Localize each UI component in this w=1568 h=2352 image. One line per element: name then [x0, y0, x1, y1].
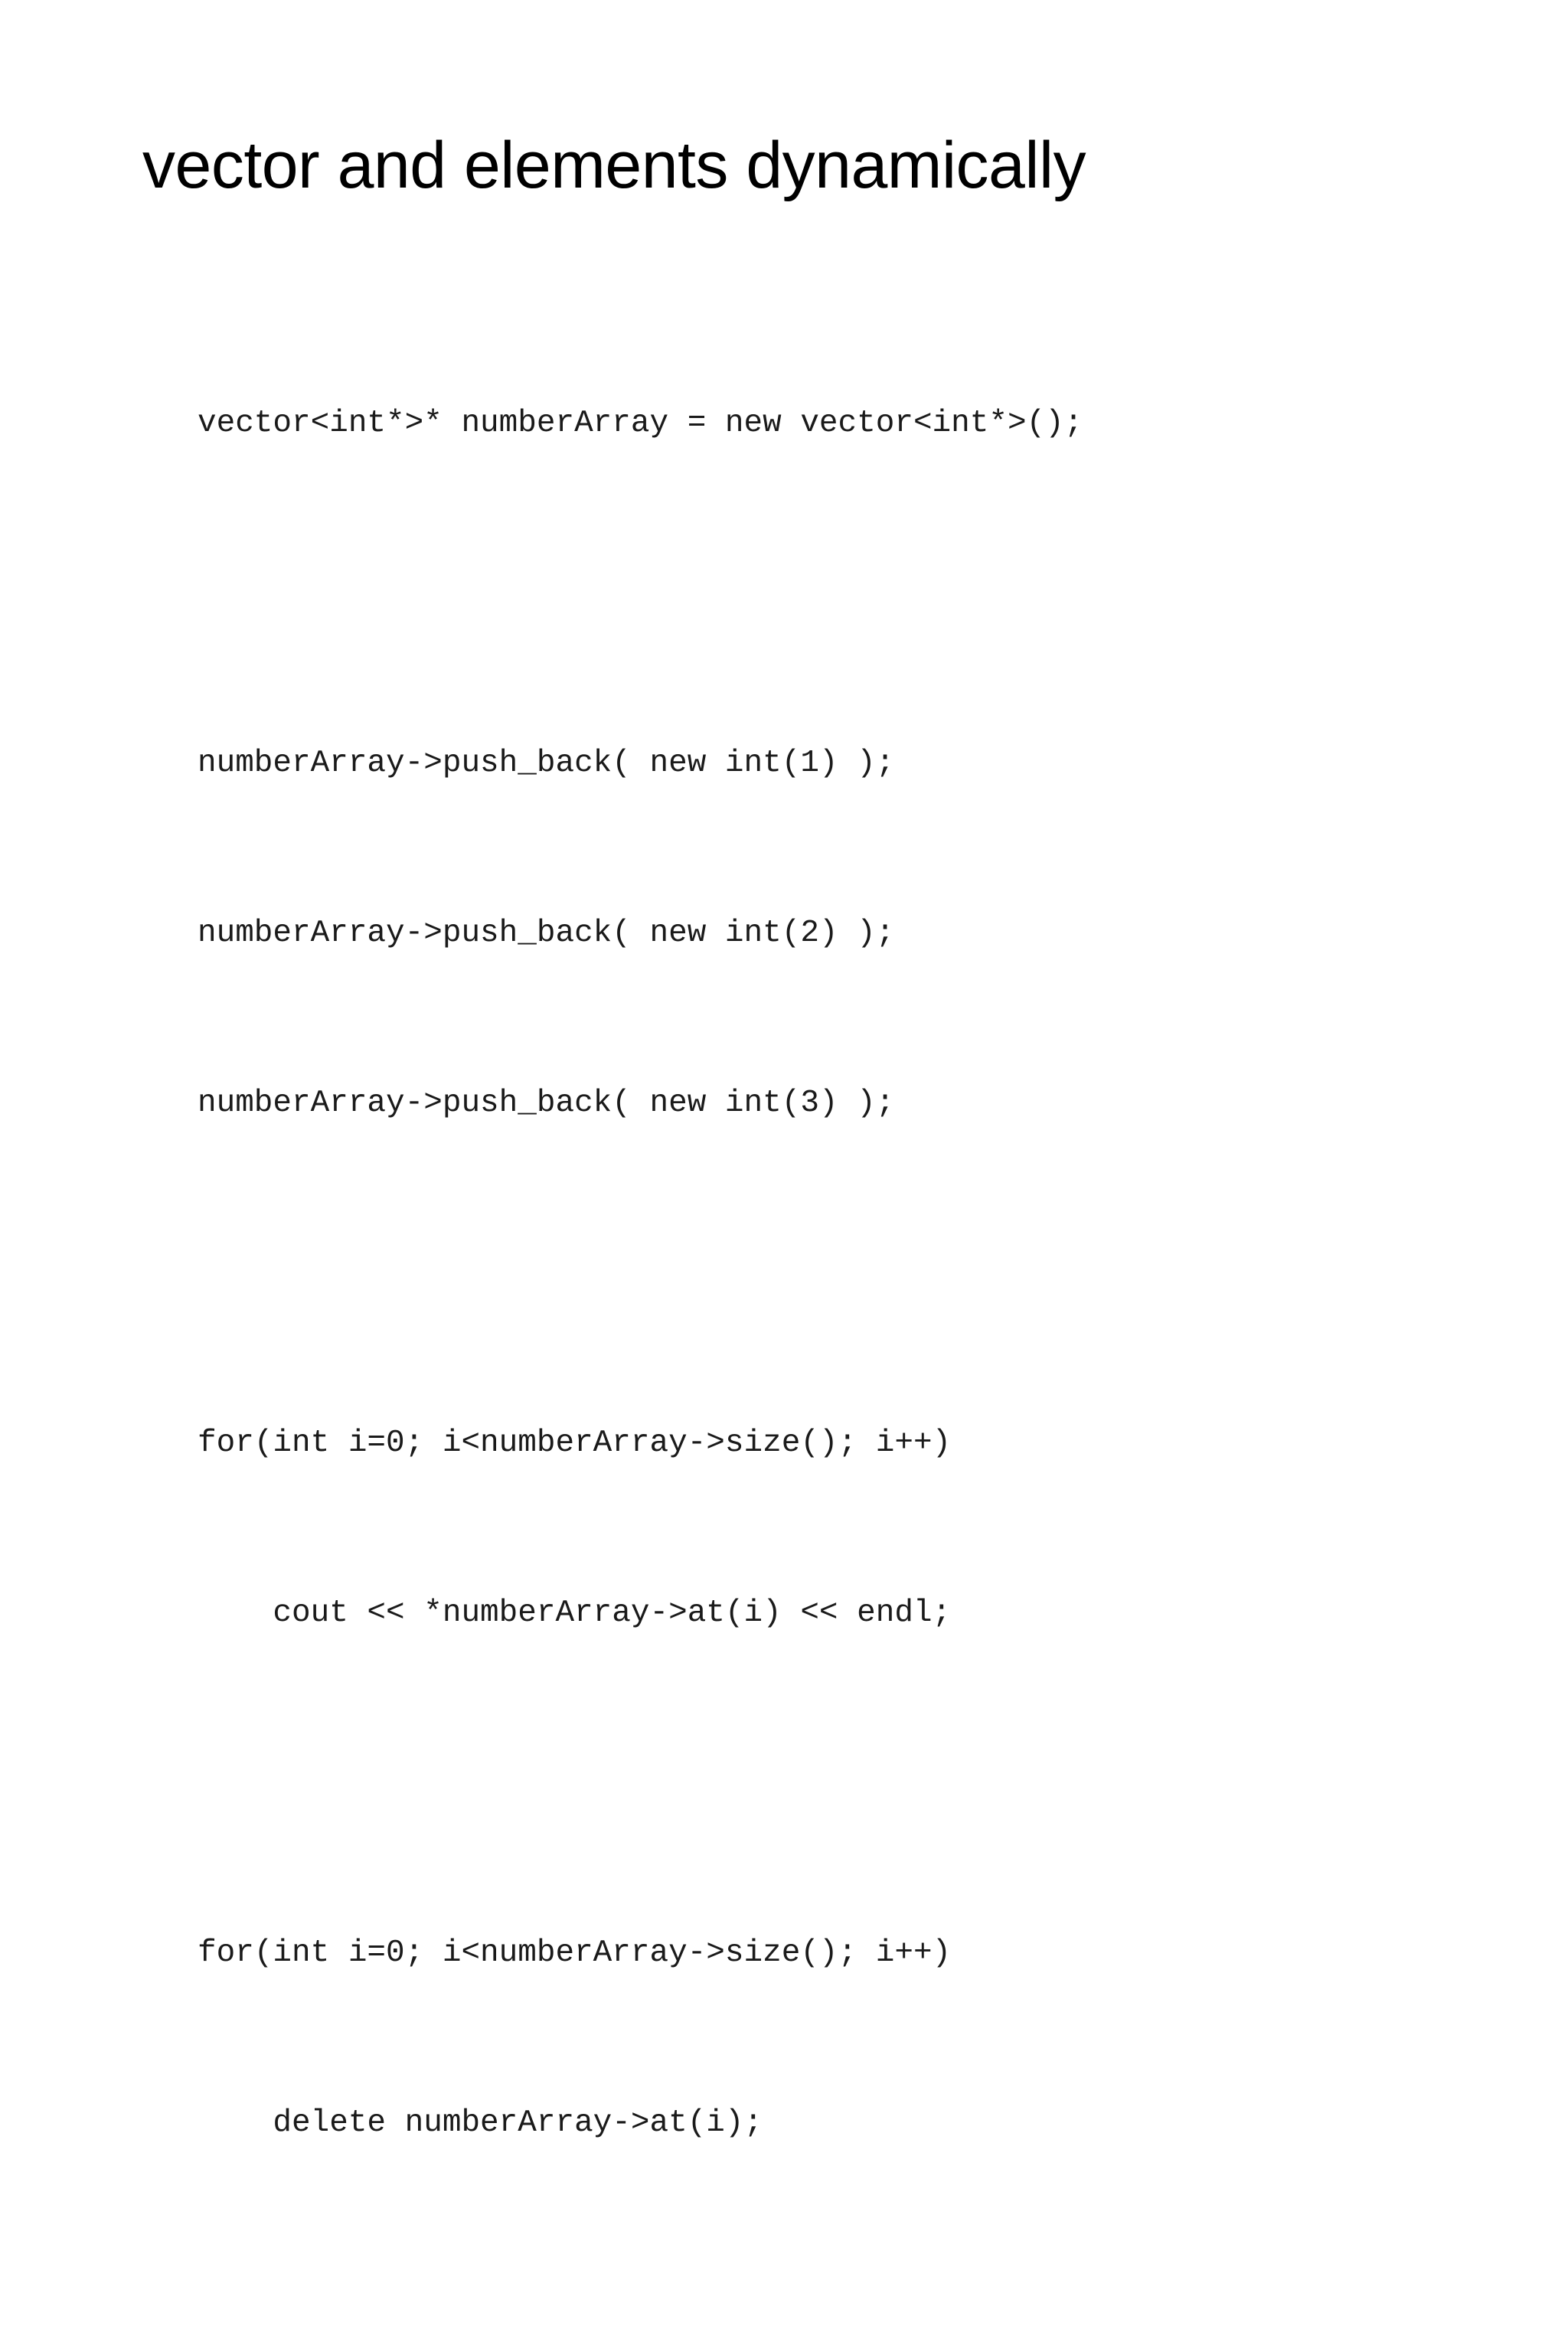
code-line: numberArray->push_back( new int(1) ); — [198, 746, 895, 781]
code-line-blank — [198, 2265, 1499, 2321]
code-line-blank — [198, 565, 1499, 622]
code-line-blank — [198, 1755, 1499, 1811]
code-line: delete numberArray->at(i); — [198, 2105, 763, 2141]
code-line: vector<int*>* numberArray = new vector<i… — [198, 406, 1083, 441]
code-line: for(int i=0; i<numberArray->size(); i++) — [198, 1936, 952, 1971]
code-line-blank — [198, 1245, 1499, 1302]
slide-canvas: vector and elements dynamically vector<i… — [142, 128, 1086, 2141]
code-block: vector<int*>* numberArray = new vector<i… — [198, 282, 1499, 2352]
page-title: vector and elements dynamically — [142, 128, 1086, 202]
code-line: numberArray->push_back( new int(2) ); — [198, 916, 895, 951]
code-line: cout << *numberArray->at(i) << endl; — [198, 1596, 952, 1631]
code-line: for(int i=0; i<numberArray->size(); i++) — [198, 1426, 952, 1461]
code-line: numberArray->push_back( new int(3) ); — [198, 1086, 895, 1121]
